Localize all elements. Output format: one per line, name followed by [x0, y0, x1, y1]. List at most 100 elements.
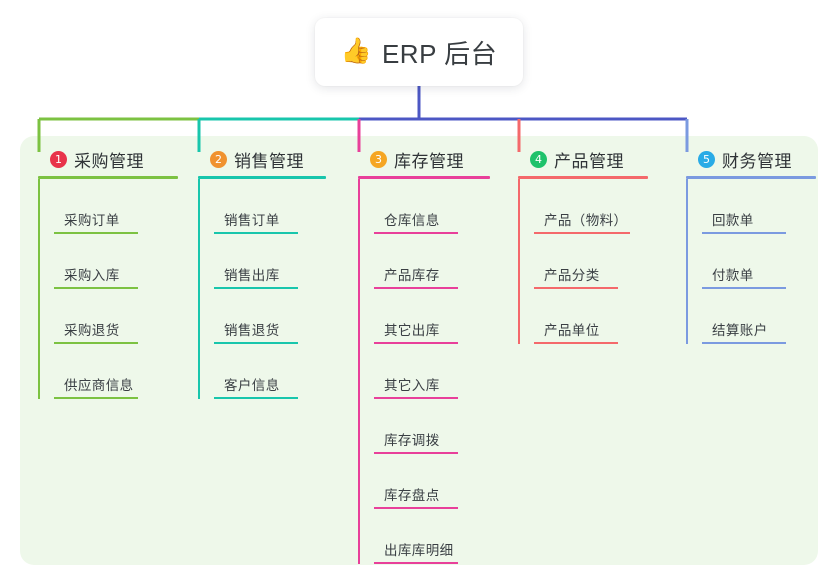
leaf-item[interactable]: 产品库存	[358, 234, 458, 289]
leaf-item[interactable]: 出库库明细	[358, 509, 458, 564]
leaf-item[interactable]: 其它出库	[358, 289, 458, 344]
leaf-underline	[214, 232, 298, 234]
branch-underline	[38, 176, 178, 179]
leaf-label: 付款单	[712, 268, 754, 283]
branch-column-2: 2 销售管理销售订单销售出库销售退货客户信息	[192, 146, 342, 399]
branch-header-4[interactable]: 4 产品管理	[512, 146, 662, 179]
leaf-underline	[374, 287, 458, 289]
leaf-label: 供应商信息	[64, 378, 134, 393]
leaf-label: 客户信息	[224, 378, 280, 393]
leaf-label: 仓库信息	[384, 213, 440, 228]
leaf-item[interactable]: 回款单	[686, 179, 786, 234]
branch-underline	[358, 176, 490, 179]
leaf-item[interactable]: 客户信息	[198, 344, 298, 399]
leaf-item[interactable]: 采购退货	[38, 289, 138, 344]
branch-leaf-list: 回款单付款单结算账户	[686, 179, 786, 344]
branch-underline	[198, 176, 326, 179]
branch-spine	[518, 179, 520, 344]
branch-underline	[518, 176, 648, 179]
branch-underline	[686, 176, 816, 179]
leaf-underline	[374, 342, 458, 344]
branch-title: 库存管理	[394, 151, 464, 171]
leaf-item[interactable]: 销售订单	[198, 179, 298, 234]
branch-column-3: 3 库存管理仓库信息产品库存其它出库其它入库库存调拨库存盘点出库库明细	[352, 146, 502, 564]
branch-leaf-list: 采购订单采购入库采购退货供应商信息	[38, 179, 138, 399]
leaf-underline	[54, 397, 138, 399]
leaf-label: 库存调拨	[384, 433, 440, 448]
branch-column-5: 5 财务管理回款单付款单结算账户	[680, 146, 818, 344]
leaf-underline	[702, 232, 786, 234]
leaf-label: 销售出库	[224, 268, 280, 283]
leaf-label: 销售订单	[224, 213, 280, 228]
branch-header-3[interactable]: 3 库存管理	[352, 146, 502, 179]
leaf-label: 产品库存	[384, 268, 440, 283]
branch-spine	[686, 179, 688, 344]
branch-leaf-list: 产品（物料） 产品分类产品单位	[518, 179, 630, 344]
leaf-label: 销售退货	[224, 323, 280, 338]
leaf-underline	[214, 342, 298, 344]
leaf-item[interactable]: 产品单位	[518, 289, 627, 344]
leaf-label: 采购入库	[64, 268, 120, 283]
branch-leaf-list: 销售订单销售出库销售退货客户信息	[198, 179, 298, 399]
leaf-label: 产品分类	[544, 268, 600, 283]
leaf-item[interactable]: 供应商信息	[38, 344, 138, 399]
leaf-label: 采购退货	[64, 323, 120, 338]
leaf-label: 采购订单	[64, 213, 120, 228]
leaf-underline	[374, 232, 458, 234]
leaf-underline	[534, 342, 618, 344]
leaf-label: 回款单	[712, 213, 754, 228]
leaf-underline	[54, 232, 138, 234]
leaf-label: 产品单位	[544, 323, 600, 338]
branches-background-panel	[20, 136, 818, 565]
branch-number-badge: 3	[370, 150, 387, 168]
branch-column-4: 4 产品管理产品（物料） 产品分类产品单位	[512, 146, 662, 344]
leaf-item[interactable]: 付款单	[686, 234, 786, 289]
leaf-underline	[534, 232, 630, 234]
leaf-item[interactable]: 采购入库	[38, 234, 138, 289]
leaf-underline	[54, 287, 138, 289]
leaf-underline	[702, 342, 786, 344]
leaf-item[interactable]: 结算账户	[686, 289, 786, 344]
leaf-underline	[374, 562, 458, 564]
branch-header-2[interactable]: 2 销售管理	[192, 146, 342, 179]
leaf-item[interactable]: 销售出库	[198, 234, 298, 289]
leaf-underline	[534, 287, 618, 289]
leaf-label: 其它出库	[384, 323, 440, 338]
branch-title: 财务管理	[722, 151, 792, 171]
leaf-label: 产品（物料）	[544, 213, 628, 228]
leaf-underline	[214, 397, 298, 399]
leaf-label: 库存盘点	[384, 488, 440, 503]
root-node-card[interactable]: 👍 ERP 后台	[315, 18, 523, 86]
branch-spine	[198, 179, 200, 399]
branch-number-badge: 2	[210, 150, 227, 168]
root-node-title: ERP 后台	[381, 38, 498, 69]
leaf-item[interactable]: 其它入库	[358, 344, 458, 399]
branch-spine	[358, 179, 360, 564]
branch-header-5[interactable]: 5 财务管理	[680, 146, 818, 179]
leaf-item[interactable]: 库存调拨	[358, 399, 458, 454]
leaf-label: 出库库明细	[384, 543, 454, 558]
branch-title: 采购管理	[74, 151, 144, 171]
leaf-underline	[374, 507, 458, 509]
branch-title: 销售管理	[234, 151, 304, 171]
leaf-label: 其它入库	[384, 378, 440, 393]
leaf-item[interactable]: 采购订单	[38, 179, 138, 234]
leaf-item[interactable]: 销售退货	[198, 289, 298, 344]
leaf-underline	[54, 342, 138, 344]
leaf-underline	[702, 287, 786, 289]
leaf-underline	[214, 287, 298, 289]
branch-leaf-list: 仓库信息产品库存其它出库其它入库库存调拨库存盘点出库库明细	[358, 179, 458, 564]
branch-number-badge: 5	[698, 150, 715, 168]
leaf-item[interactable]: 产品分类	[518, 234, 627, 289]
branch-number-badge: 4	[530, 150, 547, 168]
branch-spine	[38, 179, 40, 399]
leaf-item[interactable]: 产品（物料）	[518, 179, 630, 234]
branch-title: 产品管理	[554, 151, 624, 171]
leaf-item[interactable]: 库存盘点	[358, 454, 458, 509]
leaf-underline	[374, 452, 458, 454]
thumbs-up-icon: 👍	[340, 36, 372, 65]
leaf-item[interactable]: 仓库信息	[358, 179, 458, 234]
